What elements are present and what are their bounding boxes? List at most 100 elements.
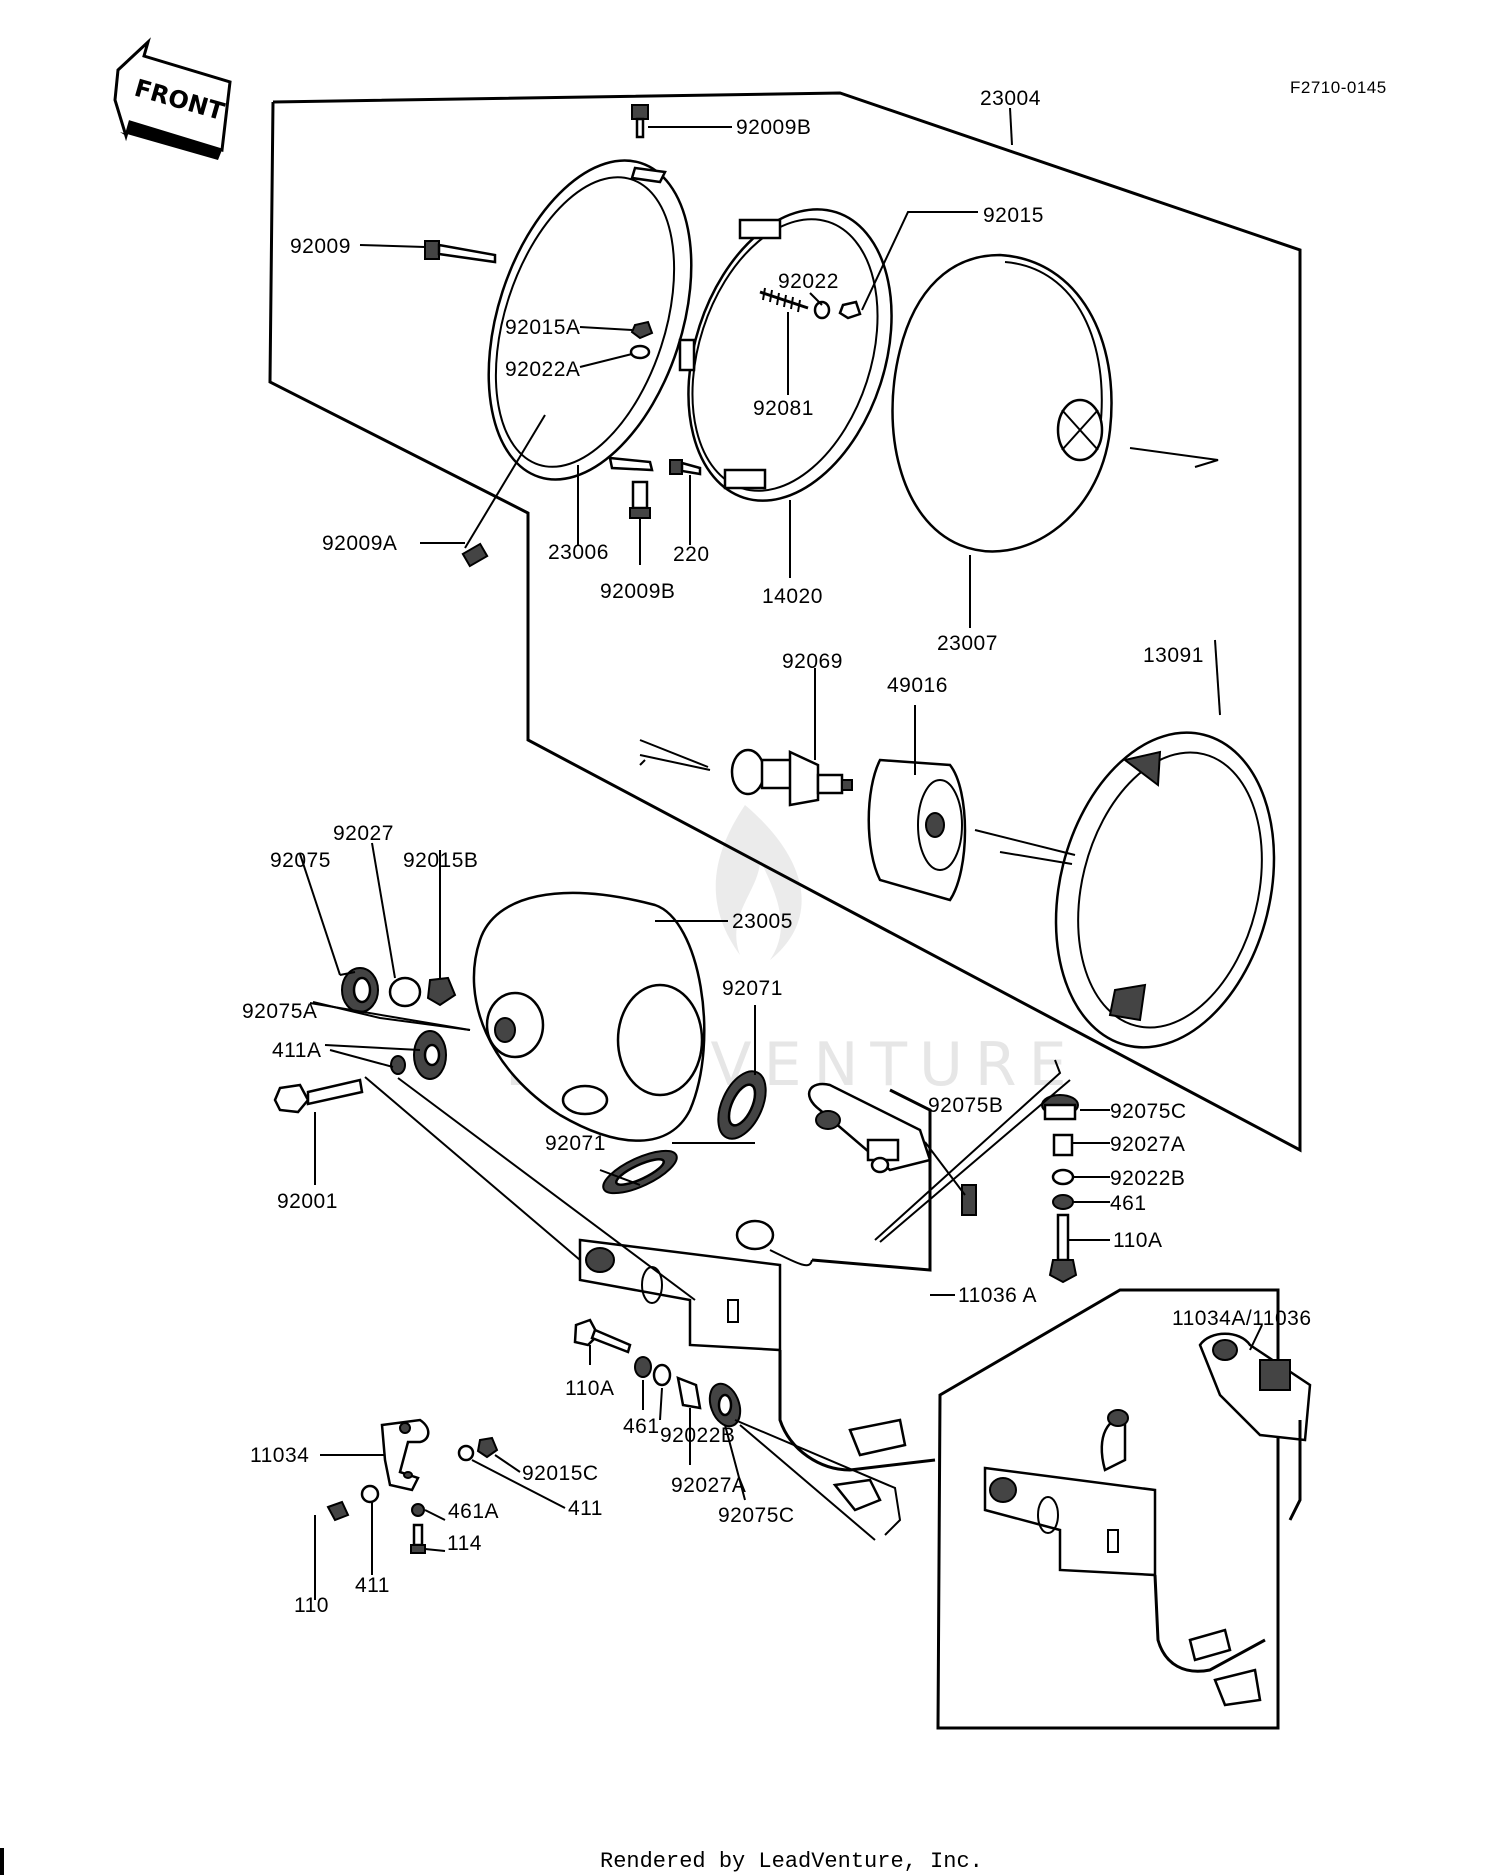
nut-92015a [630, 320, 654, 340]
callout-110a-left: 110A [565, 1377, 615, 1400]
callout-92009b-top: 92009B [736, 116, 811, 139]
grommet-92075c-left [708, 1382, 742, 1428]
grommet-92075a [413, 1030, 447, 1080]
washer-411a [390, 1055, 406, 1075]
screw-92009a [461, 542, 489, 568]
washer-92022 [813, 300, 831, 320]
grommet-92075 [341, 967, 379, 1013]
screw-220 [669, 459, 702, 476]
footer-rendered-by: Rendered by LeadVenture, Inc. [600, 1849, 983, 1874]
watermark-flame-icon [715, 805, 802, 960]
socket-cover-49016 [867, 758, 967, 902]
callout-92022a: 92022A [505, 358, 580, 381]
washer-92022b-left [652, 1363, 672, 1387]
mounting-ring-14020 [678, 208, 893, 502]
washer-461a [411, 1503, 425, 1517]
callout-92015: 92015 [983, 204, 1044, 227]
screw-92009b-top [631, 104, 649, 139]
callout-92081: 92081 [753, 397, 814, 420]
screw-92009b-bottom [629, 480, 651, 519]
collar-92027 [388, 976, 422, 1008]
washer-411-right [457, 1444, 475, 1462]
page-edge-mark [0, 1848, 4, 1875]
grommet-92075c-right [1041, 1094, 1079, 1121]
callout-461-left: 461 [623, 1415, 660, 1438]
assembly-guide-lines [312, 447, 1219, 1541]
washer-92022b-right [1051, 1168, 1075, 1186]
screw-114 [410, 1523, 426, 1554]
callout-92022: 92022 [778, 270, 839, 293]
assembly-boundary-23004 [268, 91, 1302, 1153]
nut-92015 [838, 300, 862, 320]
bolt-92001 [273, 1078, 364, 1114]
callout-92022b-left: 92022B [660, 1424, 735, 1447]
callout-92027a-left: 92027A [671, 1474, 746, 1497]
callout-23005: 23005 [732, 910, 793, 933]
callout-labels: 23004 92009B 92015 92009 92022 92015A 92… [242, 87, 1312, 1617]
callout-92009: 92009 [290, 235, 351, 258]
reflector-unit-23007 [891, 253, 1113, 553]
callout-23004: 23004 [980, 87, 1041, 110]
callout-23006: 23006 [548, 541, 609, 564]
screw-110 [326, 1500, 350, 1522]
callout-13091: 13091 [1143, 644, 1204, 667]
washer-92022a [629, 344, 651, 360]
spring-92081 [759, 287, 809, 313]
callout-411-right: 411 [568, 1497, 603, 1520]
grommet-92075b [961, 1184, 977, 1216]
callout-114: 114 [447, 1532, 482, 1555]
callout-92071-right: 92071 [722, 977, 783, 1000]
callout-11036a: 11036 A [958, 1284, 1037, 1307]
headlight-rim-23006 [487, 159, 693, 481]
nut-92015c [476, 1436, 499, 1459]
grommet-92071-right [717, 1070, 767, 1140]
leader-lines [299, 107, 1263, 1600]
screw-92009 [424, 240, 497, 264]
callout-92027: 92027 [333, 822, 394, 845]
callout-92071-left: 92071 [545, 1132, 606, 1155]
callout-92015a: 92015A [505, 316, 580, 339]
callout-110: 110 [294, 1594, 329, 1617]
callout-220: 220 [673, 543, 710, 566]
callout-92075b: 92075B [928, 1094, 1003, 1117]
callout-461-right: 461 [1110, 1192, 1147, 1215]
bolt-110a-left [573, 1318, 632, 1354]
callout-92075a: 92075A [242, 1000, 317, 1023]
callout-92015c: 92015C [522, 1462, 599, 1485]
washer-461-left [634, 1356, 652, 1378]
collar-92027a-left [676, 1376, 702, 1410]
bracket-11036a [578, 1082, 936, 1512]
callout-49016: 49016 [887, 674, 948, 697]
inset-11034a-11036 [936, 1288, 1312, 1730]
callout-92009a: 92009A [322, 532, 397, 555]
callout-461a: 461A [448, 1500, 499, 1523]
callout-92075c-right: 92075C [1110, 1100, 1187, 1123]
callout-92001: 92001 [277, 1190, 338, 1213]
collar-92027a-right [1052, 1133, 1074, 1157]
callout-11034a-11036: 11034A/11036 [1172, 1307, 1312, 1330]
callout-14020: 14020 [762, 585, 823, 608]
callout-92027a-right: 92027A [1110, 1133, 1185, 1156]
nut-92015b [426, 976, 457, 1007]
callout-92075: 92075 [270, 849, 331, 872]
bolt-110a-right [1048, 1213, 1078, 1284]
grommet-92071-left [602, 1149, 678, 1195]
front-arrow-icon: FRONT [113, 37, 232, 160]
callout-92015b: 92015B [403, 849, 478, 872]
washer-411-left [360, 1484, 380, 1504]
callout-92075c-left: 92075C [718, 1504, 795, 1527]
bracket-11034 [380, 1418, 430, 1492]
callout-92069: 92069 [782, 650, 843, 673]
headlight-housing-23005 [472, 891, 706, 1142]
headlight-lens-13091 [1054, 731, 1276, 1049]
bulb-92069 [730, 748, 853, 807]
callout-23007: 23007 [937, 632, 998, 655]
washer-461-right [1052, 1194, 1074, 1210]
callout-411-left: 411 [355, 1574, 390, 1597]
callout-11034: 11034 [250, 1444, 309, 1467]
callout-110a-right: 110A [1113, 1229, 1163, 1252]
callout-411a: 411A [272, 1039, 322, 1062]
figure-code: F2710-0145 [1290, 78, 1387, 97]
callout-92009b-bottom: 92009B [600, 580, 675, 603]
